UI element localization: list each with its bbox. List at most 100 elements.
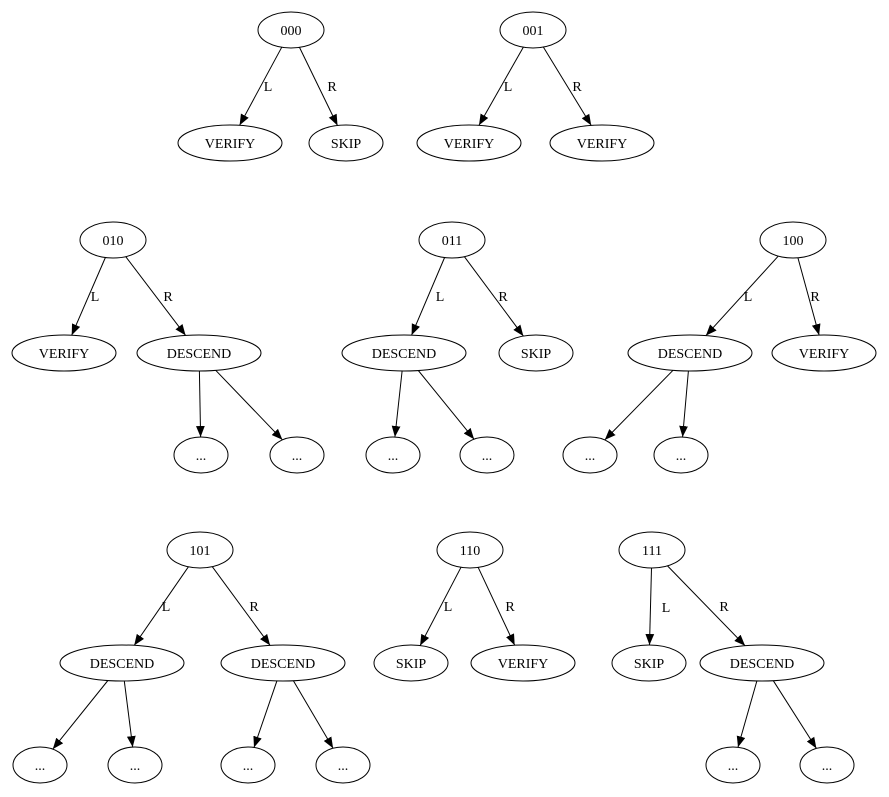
edge-010-root-L [71, 257, 106, 336]
node-ellipse-011-R [498, 334, 574, 372]
node-label-011-LL: ... [388, 449, 399, 464]
node-ellipse-001-root [499, 11, 567, 49]
node-ellipse-000-root [257, 11, 325, 49]
node-ellipse-000-L [177, 124, 283, 162]
edge-label-110-L: L [444, 600, 453, 615]
node-ellipse-111-L [611, 644, 687, 682]
node-label-111-root: 111 [642, 544, 662, 559]
node-label-001-root: 001 [523, 24, 544, 39]
edge-101-R-RL [253, 680, 278, 748]
node-ellipse-101-RR [315, 746, 371, 784]
edge-label-101-L: L [162, 600, 171, 615]
edge-011-L-LR [417, 370, 475, 440]
edge-011-L-LL [391, 370, 403, 438]
node-ellipse-111-RL [705, 746, 761, 784]
edge-label-001-L: L [504, 80, 513, 95]
node-label-001-R: VERIFY [577, 137, 628, 152]
edge-111-root-R [667, 565, 746, 647]
node-ellipse-101-root [166, 531, 234, 569]
edge-label-101-R: R [249, 600, 259, 615]
edge-label-110-R: R [505, 600, 515, 615]
node-label-011-L: DESCEND [372, 347, 437, 362]
node-label-101-RL: ... [243, 759, 254, 774]
node-label-100-L: DESCEND [658, 347, 723, 362]
node-label-010-L: VERIFY [39, 347, 90, 362]
edge-101-L-LR [123, 680, 136, 748]
node-label-100-root: 100 [783, 234, 804, 249]
edge-010-R-RR [215, 369, 283, 441]
node-ellipse-100-LR [653, 436, 709, 474]
node-label-101-root: 101 [190, 544, 211, 559]
node-ellipse-101-R [220, 644, 346, 682]
edge-111-R-RL [736, 680, 758, 748]
edge-010-R-RL [196, 370, 205, 438]
node-label-111-RL: ... [728, 759, 739, 774]
node-ellipse-101-LL [12, 746, 68, 784]
node-ellipse-010-L [11, 334, 117, 372]
node-ellipse-101-LR [107, 746, 163, 784]
node-label-000-L: VERIFY [205, 137, 256, 152]
edge-111-R-RR [772, 680, 817, 749]
node-ellipse-110-L [373, 644, 449, 682]
edge-label-001-R: R [572, 80, 582, 95]
node-label-110-R: VERIFY [498, 657, 549, 672]
edge-101-root-L [133, 566, 189, 646]
node-ellipse-010-root [79, 221, 147, 259]
node-ellipse-101-L [59, 644, 185, 682]
edge-101-root-R [211, 566, 271, 646]
edge-011-root-R [463, 256, 524, 337]
edge-label-111-R: R [719, 600, 729, 615]
node-label-010-RL: ... [196, 449, 207, 464]
node-label-011-root: 011 [442, 234, 462, 249]
node-ellipse-111-R [699, 644, 825, 682]
node-label-000-root: 000 [281, 24, 302, 39]
edge-101-R-RR [292, 680, 334, 749]
node-ellipse-100-root [759, 221, 827, 259]
node-label-101-L: DESCEND [90, 657, 155, 672]
node-ellipse-001-L [416, 124, 522, 162]
node-label-100-LL: ... [585, 449, 596, 464]
edge-label-100-L: L [744, 290, 753, 305]
edge-label-111-L: L [662, 601, 671, 616]
edge-label-000-L: L [264, 80, 273, 95]
edge-label-100-R: R [810, 290, 820, 305]
edge-label-011-R: R [498, 290, 508, 305]
node-label-010-R: DESCEND [167, 347, 232, 362]
node-label-110-root: 110 [460, 544, 480, 559]
edge-101-L-LL [52, 680, 109, 750]
node-label-101-RR: ... [338, 759, 349, 774]
node-label-001-L: VERIFY [444, 137, 495, 152]
node-ellipse-110-root [436, 531, 504, 569]
node-ellipse-010-RL [173, 436, 229, 474]
edge-100-root-L [705, 255, 779, 336]
node-ellipse-111-root [618, 531, 686, 569]
edge-111-root-L [645, 567, 655, 646]
node-label-110-L: SKIP [396, 657, 427, 672]
node-label-000-R: SKIP [331, 137, 362, 152]
edge-label-010-L: L [91, 290, 100, 305]
edge-100-L-LL [604, 369, 674, 441]
node-ellipse-010-R [136, 334, 262, 372]
edge-001-root-R [542, 46, 592, 126]
node-label-011-R: SKIP [521, 347, 552, 362]
edge-100-root-R [797, 257, 821, 336]
node-ellipse-101-RL [220, 746, 276, 784]
node-ellipse-011-L [341, 334, 467, 372]
node-ellipse-100-R [771, 334, 877, 372]
edge-001-root-L [478, 46, 524, 126]
node-ellipse-011-LL [365, 436, 421, 474]
node-label-111-L: SKIP [634, 657, 665, 672]
node-ellipse-110-R [470, 644, 576, 682]
node-ellipse-100-L [627, 334, 753, 372]
node-label-100-LR: ... [676, 449, 687, 464]
node-ellipse-111-RR [799, 746, 855, 784]
edge-000-root-L [239, 47, 283, 126]
node-label-111-RR: ... [822, 759, 833, 774]
